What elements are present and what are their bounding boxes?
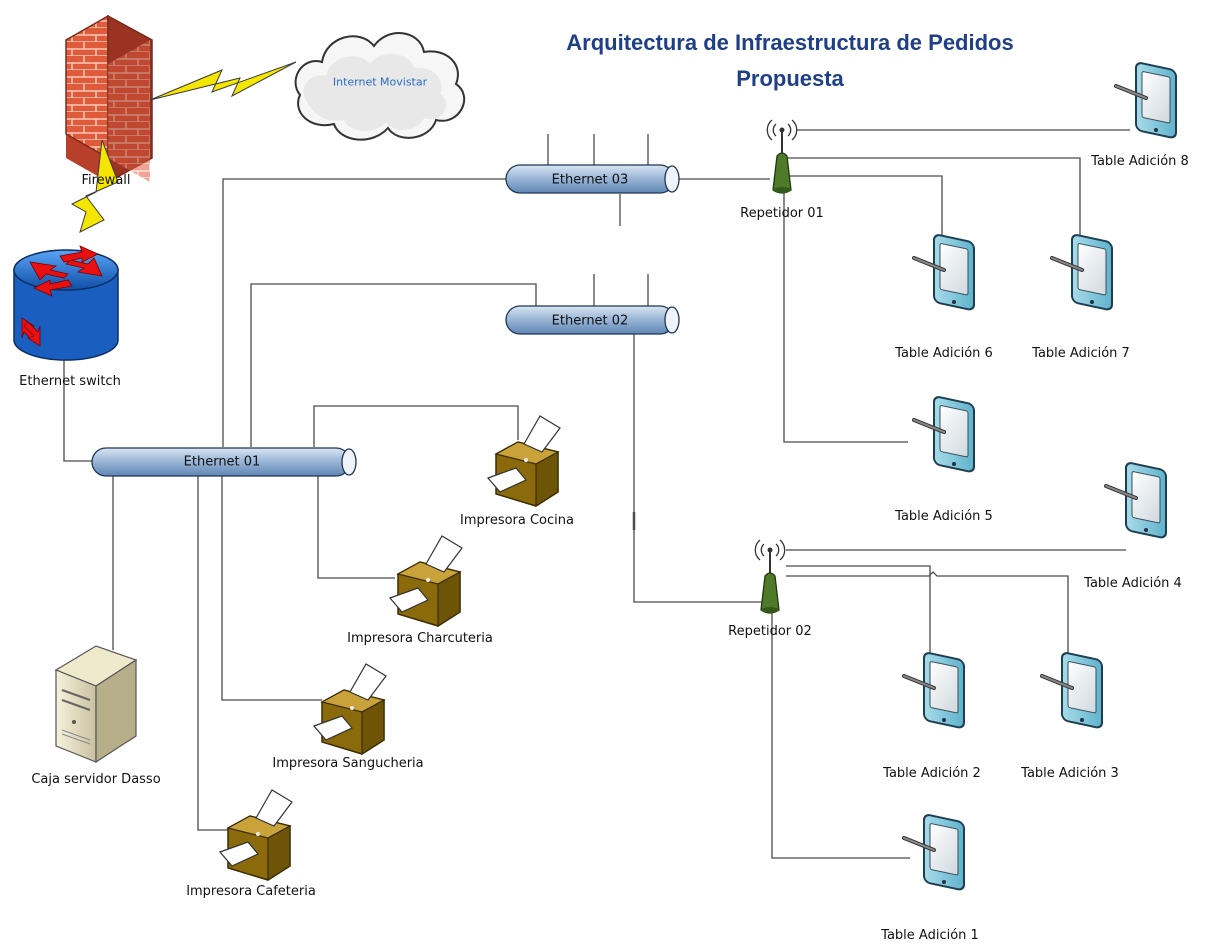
internet-label: Internet Movistar bbox=[332, 75, 428, 89]
tablet-6-icon bbox=[912, 232, 976, 313]
link-cocina-eth01 bbox=[313, 405, 519, 447]
repeater-02-label: Repetidor 02 bbox=[728, 624, 812, 639]
ethernet-02-label: Ethernet 02 bbox=[551, 313, 629, 329]
server-label: Caja servidor Dasso bbox=[31, 772, 161, 787]
tablet-4-icon bbox=[1104, 460, 1168, 541]
ethernet-01-bus bbox=[91, 447, 357, 477]
ethernet-03-bus bbox=[505, 164, 680, 194]
tablet-6-label: Table Adición 6 bbox=[895, 346, 993, 361]
firewall-label: Firewall bbox=[81, 173, 131, 188]
tablet-2-icon bbox=[902, 650, 966, 731]
diagram-subtitle: Propuesta bbox=[736, 66, 844, 91]
tablet-5-icon bbox=[912, 394, 976, 475]
diagram-title: Arquitectura de Infraestructura de Pedid… bbox=[566, 30, 1014, 55]
link-cafeteria-eth01 bbox=[197, 475, 228, 831]
switch-label: Ethernet switch bbox=[19, 374, 121, 389]
ethernet-02-bus bbox=[505, 305, 680, 335]
printer-charcuteria-label: Impresora Charcuteria bbox=[347, 631, 493, 646]
link-sangucheria-eth01 bbox=[221, 475, 322, 701]
tablet-8-label: Table Adición 8 bbox=[1091, 154, 1189, 169]
tablet-3-icon bbox=[1040, 650, 1104, 731]
tablet-1-icon bbox=[902, 812, 966, 893]
printer-cocina-label: Impresora Cocina bbox=[460, 513, 574, 528]
lightning-bolt-icon bbox=[70, 61, 297, 233]
tablet-8-icon bbox=[1114, 60, 1178, 141]
printer-cocina-icon bbox=[487, 415, 561, 507]
printer-sangucheria-label: Impresora Sangucheria bbox=[272, 756, 424, 771]
link-eth01-eth03 bbox=[222, 178, 506, 447]
link-charcuteria-eth01 bbox=[317, 475, 395, 579]
tablet-7-icon bbox=[1050, 232, 1114, 313]
repeater-01-icon bbox=[766, 119, 798, 194]
link-switch-eth01 bbox=[63, 360, 92, 462]
printer-charcuteria-icon bbox=[389, 535, 463, 627]
link-eth01-eth02 bbox=[250, 283, 537, 447]
repeater-01-label: Repetidor 01 bbox=[740, 206, 824, 221]
printer-sangucheria-icon bbox=[313, 663, 387, 755]
tablet-1-label: Table Adición 1 bbox=[881, 928, 979, 943]
cloud-icon bbox=[294, 32, 466, 141]
tablet-5-label: Table Adición 5 bbox=[895, 509, 993, 524]
tablet-4-label: Table Adición 4 bbox=[1084, 576, 1182, 591]
router-switch-icon bbox=[13, 245, 119, 361]
printer-cafeteria-label: Impresora Cafeteria bbox=[186, 884, 316, 899]
ethernet-01-label: Ethernet 01 bbox=[183, 454, 261, 470]
ethernet-03-label: Ethernet 03 bbox=[551, 172, 629, 188]
tablet-7-label: Table Adición 7 bbox=[1032, 346, 1130, 361]
tablet-2-label: Table Adición 2 bbox=[883, 766, 981, 781]
tablet-3-label: Table Adición 3 bbox=[1021, 766, 1119, 781]
links bbox=[63, 129, 1130, 859]
printer-cafeteria-icon bbox=[219, 789, 293, 881]
server-icon bbox=[54, 645, 138, 764]
